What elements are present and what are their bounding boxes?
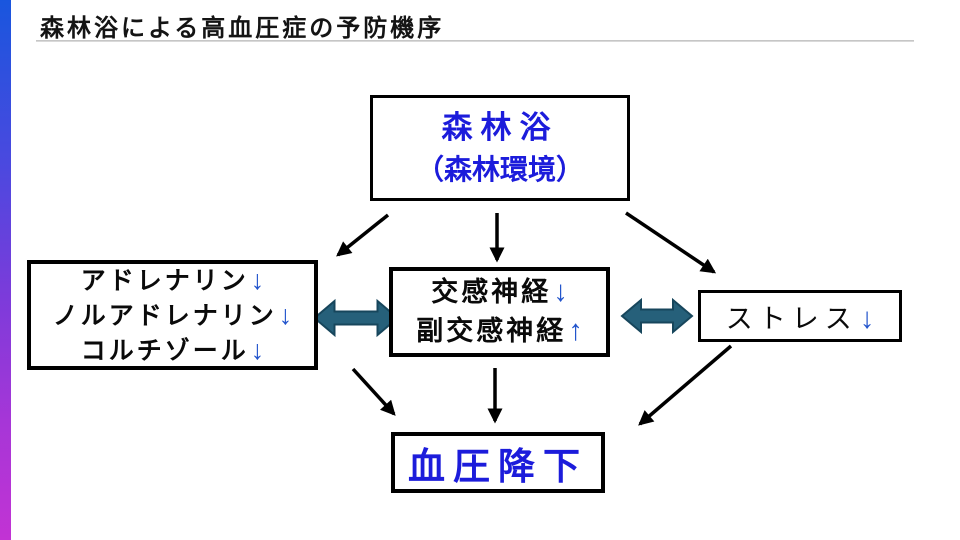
slide-title: 森林浴による高血圧症の予防機序 [40, 15, 445, 42]
double-arrow-right-icon [620, 297, 694, 335]
parasympathetic-label: 副交感神経 [416, 316, 567, 346]
forest-bathing-box: 森林浴 （森林環境） [370, 95, 630, 201]
noradrenaline-line: ノルアドレナリン↓ [53, 298, 293, 333]
down-arrow-icon: ↓ [250, 264, 265, 295]
adrenaline-label: アドレナリン [80, 266, 249, 295]
blood-pressure-label: 血圧降下 [408, 445, 588, 487]
title-underline [36, 40, 914, 42]
stress-label: ストレス [725, 303, 858, 334]
stress-line: ストレス↓ [726, 297, 875, 336]
adrenaline-line: アドレナリン↓ [81, 263, 265, 298]
hormones-box: アドレナリン↓ ノルアドレナリン↓ コルチゾール↓ [27, 260, 318, 370]
down-arrow-icon: ↓ [250, 334, 265, 365]
blood-pressure-box: 血圧降下 [391, 432, 605, 493]
arrow-top-to-right-box [625, 211, 717, 274]
down-arrow-icon: ↓ [278, 299, 293, 330]
stress-box: ストレス↓ [698, 290, 902, 342]
double-arrow-left-icon [312, 298, 400, 338]
nerves-box: 交感神経↓ 副交感神経↑ [389, 267, 610, 357]
arrow-right-box-to-bottom [638, 344, 733, 426]
down-arrow-icon: ↓ [553, 276, 568, 308]
down-arrow-icon: ↓ [859, 302, 875, 335]
arrow-top-to-left-box [336, 213, 390, 257]
cortisol-label: コルチゾール [80, 336, 249, 365]
accent-gradient-bar [0, 0, 11, 540]
sympathetic-label: 交感神経 [431, 277, 552, 307]
up-arrow-icon: ↑ [568, 315, 583, 347]
parasympathetic-line: 副交感神経↑ [416, 312, 583, 351]
forest-environment-label: （森林環境） [415, 154, 584, 185]
arrow-left-box-to-bottom [351, 367, 396, 416]
noradrenaline-label: ノルアドレナリン [52, 301, 277, 330]
forest-bathing-label: 森林浴 [441, 110, 559, 145]
sympathetic-line: 交感神経↓ [431, 273, 568, 312]
cortisol-line: コルチゾール↓ [81, 333, 265, 368]
